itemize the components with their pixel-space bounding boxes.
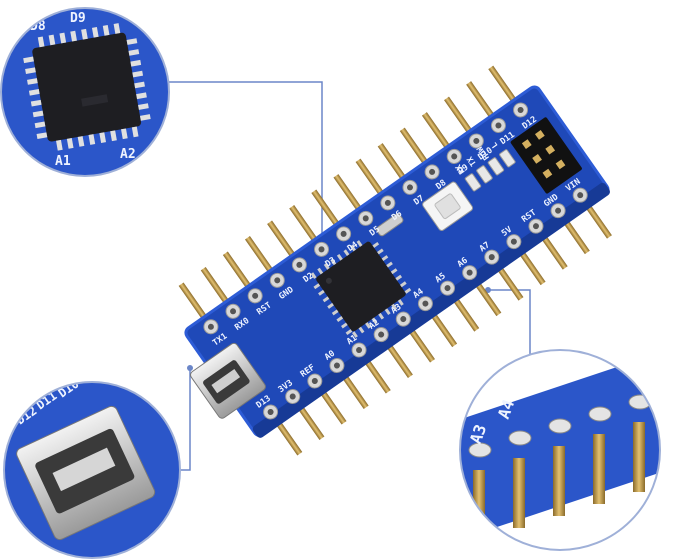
reset-button xyxy=(422,181,474,231)
led xyxy=(476,165,493,184)
header-label: D3 xyxy=(324,255,338,269)
zoom-pad xyxy=(468,442,492,458)
header-pin xyxy=(377,143,407,181)
zoom-pad xyxy=(548,418,572,434)
header-pin xyxy=(267,220,297,259)
header-label: A1 xyxy=(345,333,359,347)
header-pin xyxy=(311,189,341,228)
chip-zoom-label-a2: A2 xyxy=(120,147,136,162)
header-label: A4 xyxy=(411,287,425,301)
header-label: A2 xyxy=(367,318,381,332)
header-pin xyxy=(488,65,518,104)
header-pin xyxy=(466,81,496,119)
icsp-pin xyxy=(532,153,542,164)
zoom-pin xyxy=(473,470,485,540)
header-label: A3 xyxy=(389,302,403,316)
header-label: D7 xyxy=(412,193,426,207)
header-pin xyxy=(289,205,319,243)
header-pin xyxy=(244,236,274,274)
zoom-pad xyxy=(588,406,612,422)
header-label: D5 xyxy=(368,224,382,238)
pins-callout-line xyxy=(488,289,531,355)
header-pin xyxy=(361,355,391,394)
header-pin xyxy=(582,200,612,239)
header-pin xyxy=(339,371,369,410)
header-pin xyxy=(472,278,502,317)
zoom-pad xyxy=(508,430,532,446)
zoom-pin xyxy=(513,458,525,528)
bottom-pad-row xyxy=(263,187,588,420)
zoom-pin xyxy=(553,446,565,516)
icsp-pin xyxy=(521,139,532,149)
header-pin xyxy=(428,309,458,348)
header-label: D4 xyxy=(346,240,360,254)
microcontroller-chip xyxy=(310,240,412,338)
header-pin xyxy=(421,112,451,150)
header-pin xyxy=(222,251,252,290)
bottom-header-pins xyxy=(178,65,612,456)
chip-callout-line xyxy=(168,81,323,250)
header-pin xyxy=(178,282,208,321)
header-pin xyxy=(538,231,568,270)
header-label: A6 xyxy=(456,256,470,270)
led xyxy=(499,149,516,168)
header-label: A0 xyxy=(323,349,337,363)
header-pin xyxy=(405,324,435,363)
led xyxy=(464,173,482,192)
header-pin xyxy=(355,158,385,197)
header-pin xyxy=(444,96,474,135)
header-pin xyxy=(333,174,363,212)
callout-lines xyxy=(168,81,531,471)
usb-callout-line xyxy=(178,370,191,471)
header-pin xyxy=(200,266,230,305)
header-label: D2 xyxy=(302,271,316,285)
chip-zoom-label-d9: D9 xyxy=(70,11,86,26)
zoom-pin xyxy=(633,422,645,492)
header-pin xyxy=(399,127,429,166)
zoom-pin xyxy=(593,434,605,504)
top-pad-row xyxy=(203,102,529,335)
header-pin xyxy=(450,293,480,332)
led xyxy=(487,157,505,176)
led-label: L xyxy=(489,141,499,150)
header-label: D8 xyxy=(434,178,448,192)
icsp-pin xyxy=(534,130,545,140)
header-pin xyxy=(560,216,590,255)
icsp-header xyxy=(510,117,582,194)
header-pin xyxy=(494,262,524,301)
icsp-pin xyxy=(555,159,566,170)
icsp-pin xyxy=(542,168,553,179)
header-label: 5V xyxy=(500,225,514,239)
pins-zoom-callout: A4 A3 xyxy=(459,349,661,551)
header-label: D9 xyxy=(456,163,470,177)
header-pin xyxy=(273,417,303,456)
header-pin xyxy=(295,402,325,440)
chip-zoom-label-a1: A1 xyxy=(55,154,71,169)
header-pin xyxy=(383,340,413,379)
usb-zoom-callout: D12 D11 D10 xyxy=(3,381,181,559)
header-pin xyxy=(516,247,546,286)
crystal xyxy=(376,213,404,237)
chip-zoom-callout: D8 D9 A1 A2 xyxy=(0,7,170,177)
header-label: A7 xyxy=(478,240,492,254)
header-label: A5 xyxy=(434,271,448,285)
mini-usb-port xyxy=(190,342,266,419)
header-pin xyxy=(317,386,347,425)
header-label: D6 xyxy=(390,209,404,223)
icsp-pin xyxy=(545,144,556,155)
